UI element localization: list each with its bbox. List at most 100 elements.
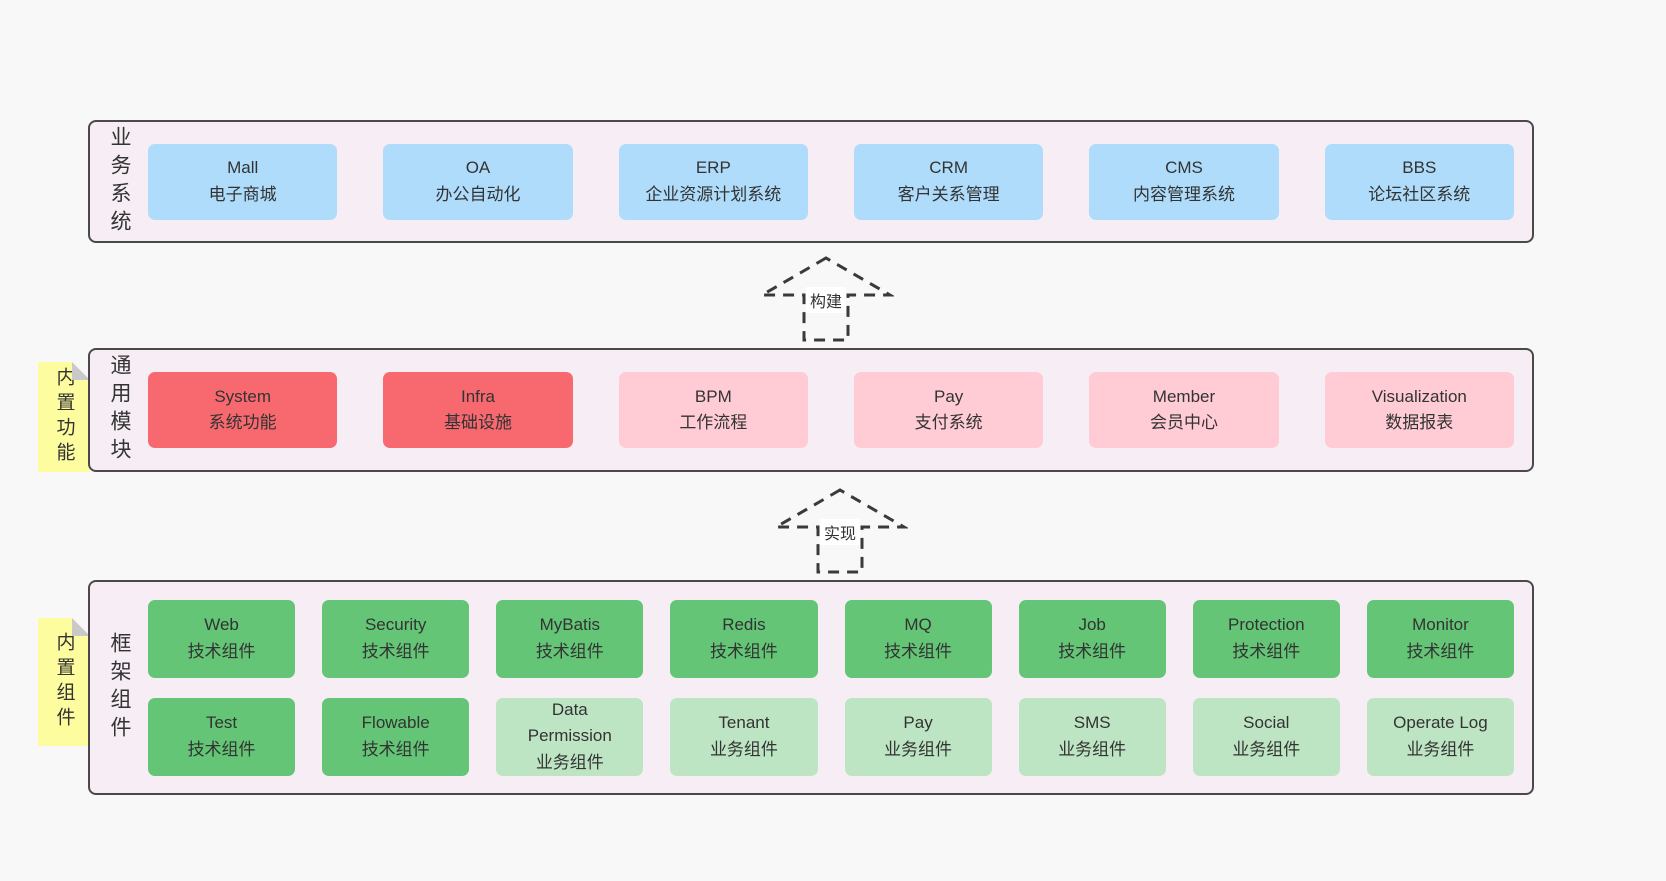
box-title: Test (205, 713, 238, 733)
box-subtitle: 工作流程 (679, 413, 748, 432)
box-social: Social 业务组件 (1192, 697, 1340, 776)
box-subtitle: 业务组件 (884, 739, 953, 759)
box-subtitle: 系统功能 (208, 413, 277, 432)
layer-business-systems: 业务系统 Mall 电子商城 OA 办公自动化 ERP 企业资源计划系统 CRM… (88, 120, 1534, 243)
box-job: Job 技术组件 (1018, 599, 1166, 678)
box-tenant: Tenant 业务组件 (670, 697, 818, 776)
layer-common-modules: 通用模块 System 系统功能 Infra 基础设施 BPM 工作流程 Pay… (88, 348, 1534, 472)
box-crm: CRM 客户关系管理 (853, 143, 1044, 220)
box-title: MyBatis (539, 615, 601, 635)
box-title: Flowable (361, 713, 430, 733)
box-title: CRM (929, 158, 968, 178)
dashed-up-arrow-icon (772, 488, 908, 574)
box-title: BBS (1402, 158, 1437, 178)
sticky-note-builtin-components-text: 内置组件 (53, 632, 75, 732)
box-mall: Mall 电子商城 (148, 143, 338, 220)
box-subtitle: 业务组件 (1232, 739, 1301, 759)
box-mybatis: MyBatis 技术组件 (496, 599, 644, 678)
box-monitor: Monitor 技术组件 (1366, 599, 1514, 678)
box-visualization: Visualization 数据报表 (1324, 372, 1514, 448)
box-title: Security (364, 615, 427, 635)
layer-common-modules-label: 通用模块 (108, 354, 131, 466)
arrow-implement-label: 实现 (819, 519, 861, 545)
box-cms: CMS 内容管理系统 (1089, 143, 1279, 220)
box-subtitle: 企业资源计划系统 (645, 184, 782, 204)
box-system: System 系统功能 (148, 372, 338, 448)
box-title: Infra (460, 386, 495, 406)
box-subtitle: 技术组件 (187, 641, 256, 661)
box-title: Social (1243, 713, 1290, 733)
box-subtitle: 技术组件 (1232, 641, 1301, 661)
box-subtitle: 技术组件 (1406, 641, 1475, 661)
box-title: OA (465, 158, 491, 178)
box-title: System (214, 386, 271, 406)
box-subtitle: 数据报表 (1385, 413, 1454, 432)
box-title: Mall (227, 158, 259, 178)
box-title: Operate Log (1393, 713, 1488, 733)
box-flowable: Flowable 技术组件 (322, 697, 470, 776)
layer-framework-components: 框架组件 Web 技术组件 Security 技术组件 MyBatis 技术组件… (88, 580, 1534, 795)
common-modules-boxes: System 系统功能 Infra 基础设施 BPM 工作流程 Pay 支付系统… (148, 350, 1532, 470)
box-subtitle: 技术组件 (709, 641, 778, 661)
box-subtitle: 支付系统 (914, 413, 983, 432)
box-protection: Protection 技术组件 (1192, 599, 1340, 678)
box-title: Visualization (1371, 386, 1467, 406)
box-sms: SMS 业务组件 (1018, 697, 1166, 776)
box-redis: Redis 技术组件 (670, 599, 818, 678)
box-security: Security 技术组件 (322, 599, 470, 678)
box-title: CMS (1165, 158, 1203, 178)
sticky-note-builtin-features-text: 内置功能 (53, 367, 75, 467)
box-subtitle: 业务组件 (1406, 739, 1475, 759)
box-title: Member (1152, 386, 1216, 406)
box-subtitle: 会员中心 (1149, 413, 1218, 432)
box-title: SMS (1073, 713, 1111, 733)
box-subtitle: 客户关系管理 (897, 184, 1000, 204)
box-title: Monitor (1412, 615, 1469, 635)
layer-business-systems-label: 业务系统 (108, 125, 131, 238)
layer-framework-components-label: 框架组件 (108, 631, 131, 744)
box-subtitle: 技术组件 (361, 739, 430, 759)
box-member: Member 会员中心 (1089, 372, 1279, 448)
box-bbs: BBS 论坛社区系统 (1324, 143, 1514, 220)
box-title: Tenant (718, 713, 770, 733)
framework-components-row-2: Test 技术组件 Flowable 技术组件 Data Permission … (148, 697, 1514, 776)
business-systems-boxes: Mall 电子商城 OA 办公自动化 ERP 企业资源计划系统 CRM 客户关系… (148, 122, 1532, 241)
box-subtitle: 内容管理系统 (1132, 184, 1235, 204)
box-title: BPM (694, 386, 732, 406)
arrow-build: 构建 (758, 255, 894, 343)
box-data-permission: Data Permission 业务组件 (496, 697, 644, 776)
arrow-build-label: 构建 (805, 287, 847, 313)
box-erp: ERP 企业资源计划系统 (618, 143, 808, 220)
sticky-note-builtin-components: 内置组件 (38, 618, 90, 746)
box-subtitle: 基础设施 (443, 413, 512, 432)
arrow-implement: 实现 (772, 487, 908, 575)
box-title: Job (1078, 615, 1106, 635)
box-title: Pay (903, 713, 933, 733)
box-subtitle: 技术组件 (1058, 641, 1127, 661)
box-title: MQ (904, 615, 932, 635)
box-bpm: BPM 工作流程 (618, 372, 808, 448)
box-web: Web 技术组件 (148, 599, 296, 678)
box-operate-log: Operate Log 业务组件 (1366, 697, 1514, 776)
box-pay: Pay 支付系统 (853, 372, 1044, 448)
box-subtitle: 电子商城 (208, 184, 277, 204)
box-test: Test 技术组件 (148, 697, 296, 776)
box-subtitle: 业务组件 (709, 739, 778, 759)
framework-components-row-1: Web 技术组件 Security 技术组件 MyBatis 技术组件 Redi… (148, 599, 1514, 678)
box-pay: Pay 业务组件 (844, 697, 992, 776)
box-subtitle: 论坛社区系统 (1368, 184, 1471, 204)
box-subtitle: 业务组件 (1058, 739, 1127, 759)
dashed-up-arrow-icon (758, 256, 894, 342)
box-title: ERP (695, 158, 731, 178)
box-title: Data Permission (527, 699, 612, 746)
box-subtitle: 办公自动化 (435, 184, 521, 204)
box-oa: OA 办公自动化 (383, 143, 573, 220)
box-title: Pay (934, 386, 964, 406)
box-subtitle: 技术组件 (884, 641, 953, 661)
box-title: Protection (1228, 615, 1305, 635)
box-title: Redis (722, 615, 766, 635)
box-subtitle: 业务组件 (535, 752, 604, 772)
framework-components-grid: Web 技术组件 Security 技术组件 MyBatis 技术组件 Redi… (148, 582, 1532, 793)
box-subtitle: 技术组件 (535, 641, 604, 661)
sticky-note-builtin-features: 内置功能 (38, 362, 90, 472)
